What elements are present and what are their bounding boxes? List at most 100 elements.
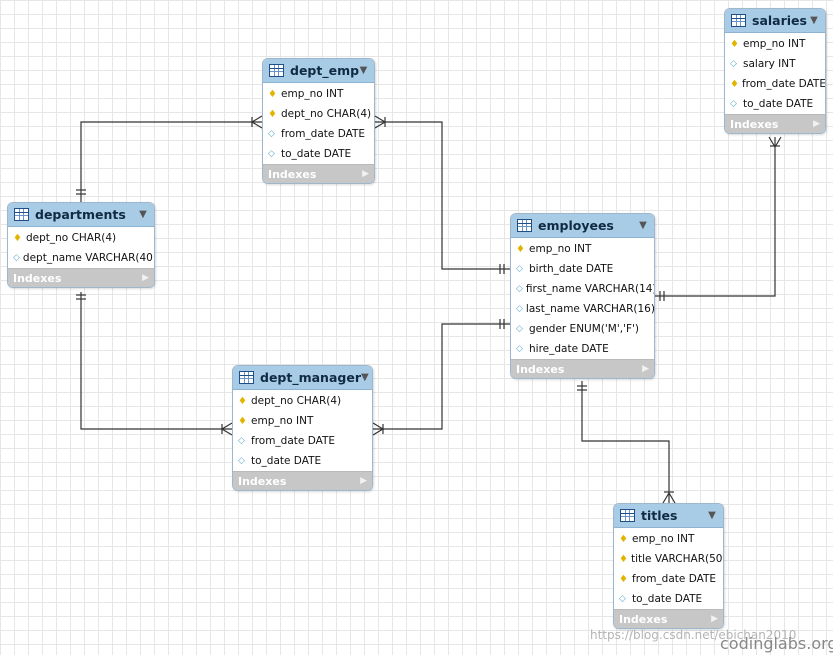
column-row[interactable]: ◇to_date DATE [614, 589, 723, 609]
column-label: emp_no INT [632, 533, 695, 545]
diamond-icon: ◇ [516, 284, 523, 294]
column-row[interactable]: ◇birth_date DATE [511, 259, 654, 279]
indexes-section[interactable]: Indexes ▶ [725, 114, 825, 133]
column-row[interactable]: ◇last_name VARCHAR(16) [511, 299, 654, 319]
diamond-icon: ◇ [516, 264, 523, 274]
column-row[interactable]: ◇first_name VARCHAR(14) [511, 279, 654, 299]
table-salaries[interactable]: salaries ▼ ♦emp_no INT ◇salary INT ♦from… [724, 8, 826, 134]
column-row[interactable]: ♦dept_no CHAR(4) [263, 104, 374, 124]
column-label: to_date DATE [743, 98, 814, 110]
column-row[interactable]: ◇gender ENUM('M','F') [511, 319, 654, 339]
diamond-icon: ◇ [730, 99, 737, 109]
key-icon: ♦ [516, 243, 525, 255]
column-row[interactable]: ◇dept_name VARCHAR(40) [8, 248, 154, 268]
column-row[interactable]: ◇to_date DATE [263, 144, 374, 164]
column-list: ♦emp_no INT ♦dept_no CHAR(4) ◇ from_date … [263, 83, 374, 164]
table-name: salaries [752, 13, 807, 28]
column-row[interactable]: ◇to_date DATE [233, 451, 372, 471]
relationship-employees-salaries [655, 136, 782, 301]
indexes-label: Indexes [730, 117, 779, 131]
table-icon [731, 14, 746, 27]
column-label: to_date DATE [281, 148, 352, 160]
column-row[interactable]: ♦title VARCHAR(50) [614, 549, 723, 569]
column-label: emp_no INT [529, 243, 592, 255]
collapse-triangle-icon[interactable]: ▼ [139, 209, 147, 220]
column-row[interactable]: ◇from_date DATE [233, 431, 372, 451]
column-label: last_name VARCHAR(16) [525, 303, 655, 315]
relationship-departments-dept-emp [76, 115, 263, 202]
table-header[interactable]: departments ▼ [8, 203, 154, 227]
column-label: salary INT [743, 58, 796, 70]
column-row[interactable]: ◇ from_date DATE [263, 124, 374, 144]
table-dept-manager[interactable]: dept_manager ▼ ♦dept_no CHAR(4) ♦emp_no … [232, 365, 373, 491]
key-icon: ♦ [730, 38, 739, 50]
table-icon [14, 208, 29, 221]
expand-arrow-icon[interactable]: ▶ [362, 169, 369, 179]
column-list: ♦ emp_no INT ◇birth_date DATE ◇first_name… [511, 238, 654, 359]
indexes-label: Indexes [238, 474, 287, 488]
column-row[interactable]: ◇salary INT [725, 54, 825, 74]
table-dept-emp[interactable]: dept_emp ▼ ♦emp_no INT ♦dept_no CHAR(4) … [262, 58, 375, 184]
indexes-section[interactable]: Indexes ▶ [511, 359, 654, 378]
column-label: gender ENUM('M','F') [529, 323, 639, 335]
collapse-triangle-icon[interactable]: ▼ [359, 65, 368, 76]
collapse-triangle-icon[interactable]: ▼ [360, 372, 369, 383]
collapse-triangle-icon[interactable]: ▼ [810, 15, 818, 26]
indexes-section[interactable]: Indexes ▶ [614, 609, 723, 628]
expand-arrow-icon[interactable]: ▶ [360, 476, 367, 486]
key-icon: ♦ [268, 88, 277, 100]
column-list: ♦ emp_no INT ♦title VARCHAR(50) ♦from_dat… [614, 528, 723, 609]
column-label: to_date DATE [632, 593, 703, 605]
table-header[interactable]: titles ▼ [614, 504, 723, 528]
table-icon [239, 371, 254, 384]
column-label: dept_name VARCHAR(40) [22, 252, 155, 264]
column-label: from_date DATE [281, 128, 366, 140]
table-name: titles [641, 508, 678, 523]
key-icon: ♦ [619, 573, 628, 585]
table-header[interactable]: dept_emp ▼ [263, 59, 374, 83]
column-row[interactable]: ♦from_date DATE [725, 74, 825, 94]
indexes-section[interactable]: Indexes ▶ [263, 164, 374, 183]
diamond-icon: ◇ [516, 304, 523, 314]
indexes-section[interactable]: Indexes ▶ [233, 471, 372, 490]
column-label: from_date DATE [251, 435, 336, 447]
table-name: departments [35, 207, 126, 222]
column-row[interactable]: ♦dept_no CHAR(4) [233, 391, 372, 411]
column-row[interactable]: ♦dept_no CHAR(4) [8, 228, 154, 248]
column-row[interactable]: ◇hire_date DATE [511, 339, 654, 359]
diamond-icon: ◇ [268, 129, 275, 139]
expand-arrow-icon[interactable]: ▶ [711, 614, 718, 624]
column-row[interactable]: ♦ emp_no INT [614, 529, 723, 549]
collapse-triangle-icon[interactable]: ▼ [708, 510, 716, 521]
table-header[interactable]: salaries ▼ [725, 9, 825, 33]
diamond-icon: ◇ [13, 253, 20, 263]
table-name: dept_manager [260, 370, 361, 385]
column-list: ♦dept_no CHAR(4) ◇dept_name VARCHAR(40) [8, 227, 154, 268]
column-label: title VARCHAR(50) [630, 553, 724, 565]
expand-arrow-icon[interactable]: ▶ [642, 364, 649, 374]
column-row[interactable]: ♦from_date DATE [614, 569, 723, 589]
column-label: emp_no INT [743, 38, 806, 50]
table-name: dept_emp [290, 63, 360, 78]
key-icon: ♦ [268, 108, 277, 120]
key-icon: ♦ [619, 533, 628, 545]
column-row[interactable]: ◇ to_date DATE [725, 94, 825, 114]
collapse-triangle-icon[interactable]: ▼ [639, 220, 647, 231]
table-header[interactable]: dept_manager ▼ [233, 366, 372, 390]
table-icon [517, 219, 532, 232]
table-departments[interactable]: departments ▼ ♦dept_no CHAR(4) ◇dept_nam… [7, 202, 155, 288]
indexes-label: Indexes [619, 612, 668, 626]
table-employees[interactable]: employees ▼ ♦ emp_no INT ◇birth_date DATE… [510, 213, 655, 379]
column-label: hire_date DATE [529, 343, 609, 355]
column-row[interactable]: ♦ emp_no INT [725, 34, 825, 54]
expand-arrow-icon[interactable]: ▶ [142, 273, 149, 283]
column-row[interactable]: ♦ emp_no INT [511, 239, 654, 259]
relationship-employees-dept-manager [372, 319, 510, 436]
watermark-brand: codinglabs.org [720, 634, 833, 653]
column-row[interactable]: ♦emp_no INT [233, 411, 372, 431]
table-header[interactable]: employees ▼ [511, 214, 654, 238]
expand-arrow-icon[interactable]: ▶ [813, 119, 820, 129]
indexes-section[interactable]: Indexes ▶ [8, 268, 154, 287]
table-titles[interactable]: titles ▼ ♦ emp_no INT ♦title VARCHAR(50) … [613, 503, 724, 629]
column-row[interactable]: ♦emp_no INT [263, 84, 374, 104]
